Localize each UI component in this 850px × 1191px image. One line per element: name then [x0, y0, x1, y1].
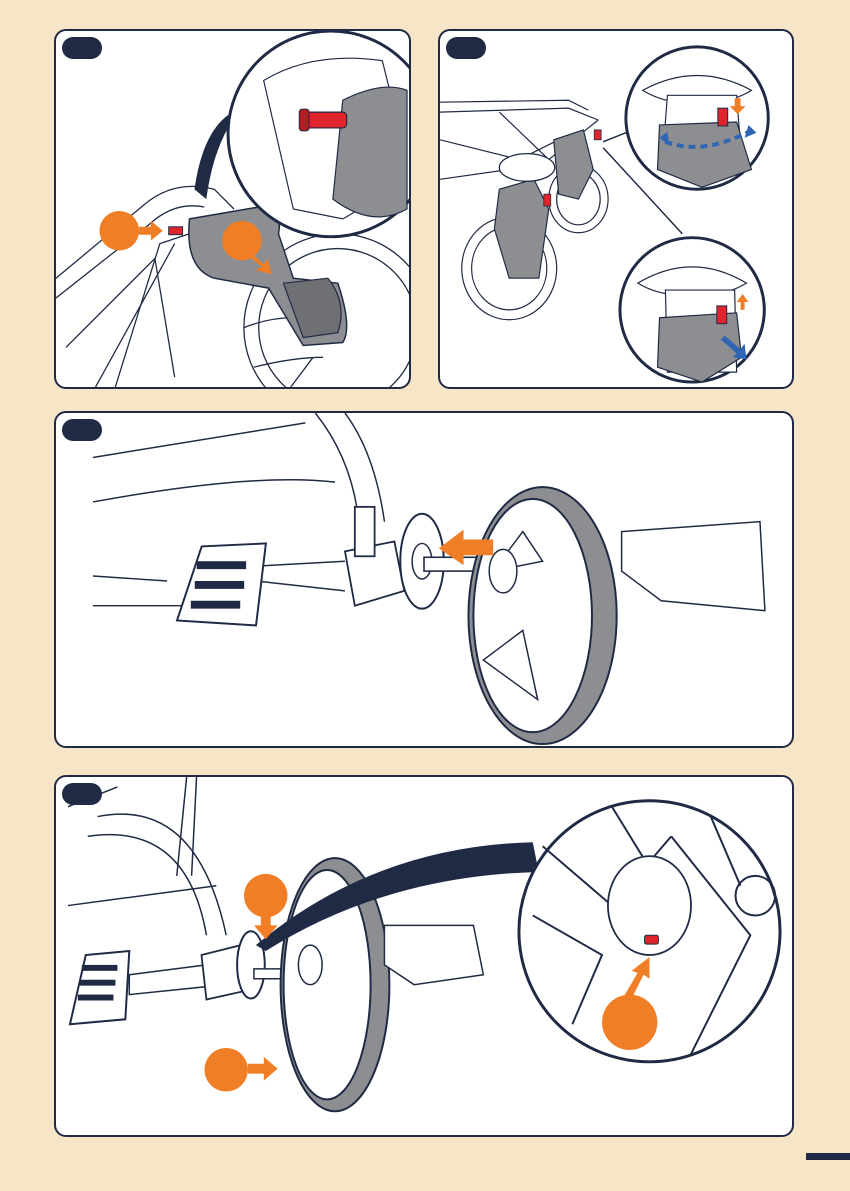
- zoom-detail-icon: [228, 31, 409, 237]
- swivel-lock-icon: [626, 47, 768, 189]
- swivel-lock-icon: [620, 238, 764, 382]
- step-marker-a-icon: [244, 874, 288, 918]
- step-number-badge: [446, 37, 486, 59]
- step-panel-4: [54, 775, 794, 1137]
- step-number-badge: [62, 37, 102, 59]
- brake-pedal-icon: [70, 951, 129, 1024]
- step-number-badge: [62, 419, 102, 441]
- step-panel-3: [54, 411, 794, 748]
- step-marker-a-icon: [100, 211, 140, 251]
- step-panel-1: [54, 29, 411, 389]
- step-marker-b-icon: [222, 221, 262, 261]
- wheel-removal-illustration: [56, 413, 792, 746]
- step-marker-c-icon: [602, 995, 657, 1050]
- wheel-fitting-illustration: [56, 777, 792, 1135]
- swivel-lock-illustration: [440, 31, 792, 387]
- step-number-badge: [62, 783, 102, 805]
- orange-arrow-icon: [139, 221, 163, 241]
- step-marker-b-icon: [204, 1048, 248, 1092]
- lever-release-illustration: [56, 31, 409, 387]
- step-panel-2: [438, 29, 794, 389]
- page-number-tab: [806, 1153, 850, 1160]
- wheel-icon: [468, 487, 616, 744]
- release-button-icon: [645, 935, 659, 944]
- red-release-tab-icon: [169, 227, 183, 235]
- orange-arrow-icon: [248, 1057, 278, 1081]
- brake-pedal-icon: [177, 543, 266, 625]
